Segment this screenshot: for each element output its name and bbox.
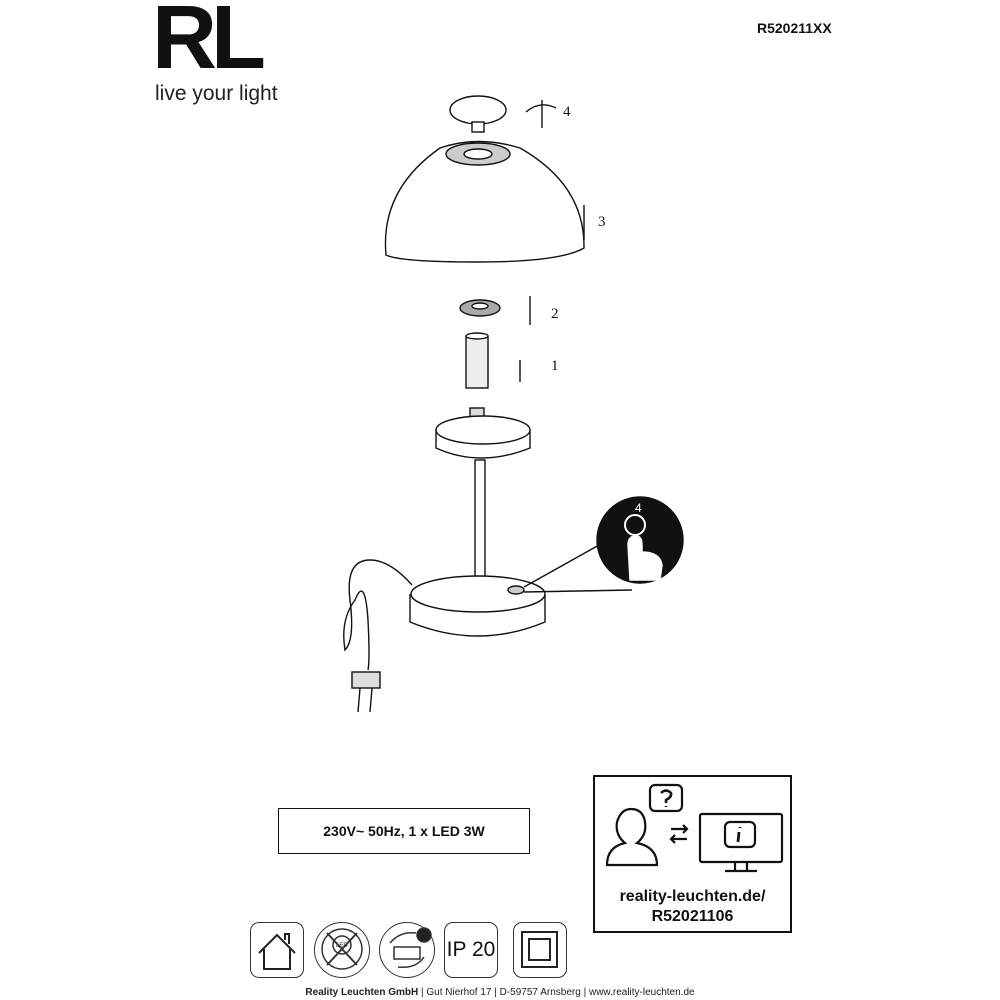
footer-city: D-59757 Arnsberg <box>499 987 581 998</box>
person-icon <box>605 807 659 867</box>
touch-count-label: 4 <box>635 501 642 515</box>
info-box: reality-leuchten.de/ R52021106 <box>593 775 792 933</box>
base-plate <box>435 407 531 591</box>
threaded-tube <box>465 332 489 389</box>
step-1-label: 1 <box>551 358 559 374</box>
lamp-base <box>409 539 633 637</box>
assembly-diagram: 4 3 2 1 4 <box>343 95 684 713</box>
protection-class-2-icon <box>513 922 567 978</box>
footer-street: Gut Nierhof 17 <box>426 987 492 998</box>
indoor-use-icon <box>250 922 304 978</box>
led-label: LED <box>336 943 348 949</box>
footer-separator: | <box>494 987 497 998</box>
power-cord <box>343 559 413 713</box>
footer: Reality Leuchten GmbH | Gut Nierhof 17 |… <box>0 987 1000 998</box>
shade-ring <box>459 299 501 317</box>
no-bulb-replacement-icon: LED <box>314 922 370 978</box>
support-url-line-2: R52021106 <box>651 908 734 925</box>
ip-rating-icon: IP 20 <box>444 922 498 978</box>
step-4-label: 4 <box>563 104 571 120</box>
logo-tagline: live your light <box>155 82 278 105</box>
footer-company: Reality Leuchten GmbH <box>305 987 419 998</box>
finial-knob <box>449 95 507 133</box>
question-bubble-icon <box>648 783 684 813</box>
part-number: R520211XX <box>757 20 832 36</box>
touch-switch-icon <box>596 496 684 584</box>
support-url-line-1: reality-leuchten.de/ <box>619 888 766 905</box>
lamp-shade <box>384 140 585 263</box>
footer-separator: | <box>583 987 587 998</box>
step-arrows <box>519 100 585 382</box>
logo: RL <box>152 0 266 88</box>
step-2-label: 2 <box>551 306 559 322</box>
spec-box: 230V~ 50Hz, 1 x LED 3W <box>278 808 530 854</box>
step-3-label: 3 <box>598 214 606 230</box>
support-illustration <box>605 783 784 873</box>
driver-replacement-icon <box>379 922 435 978</box>
exchange-arrows-icon <box>669 824 689 844</box>
support-url[interactable]: reality-leuchten.de/ R52021106 <box>595 887 790 927</box>
footer-separator: | <box>421 987 424 998</box>
footer-website-link[interactable]: www.reality-leuchten.de <box>588 987 695 998</box>
monitor-icon <box>698 812 784 873</box>
